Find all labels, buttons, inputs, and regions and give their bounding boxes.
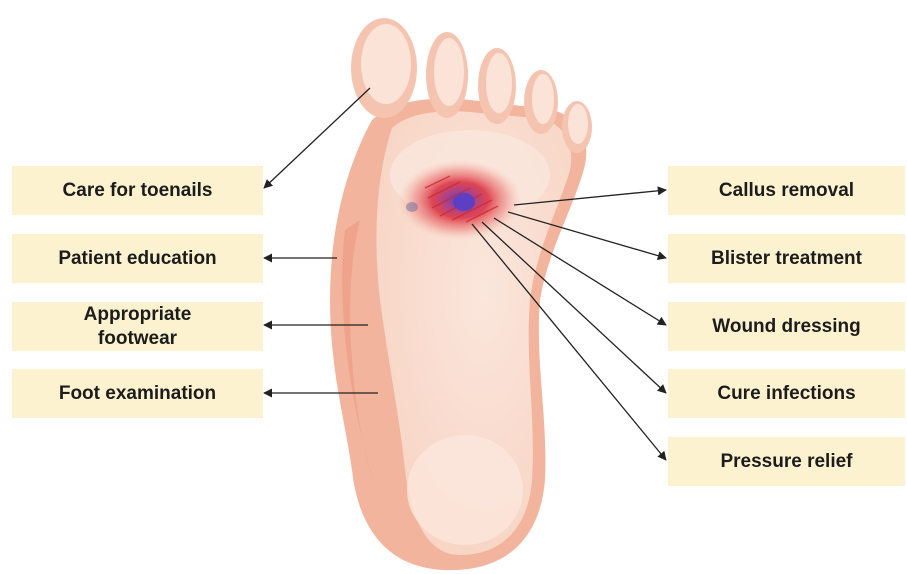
label-foot-examination: Foot examination [12,369,263,418]
label-appropriate-footwear-text: Appropriate footwear [84,303,192,351]
label-cure-infections: Cure infections [668,369,905,418]
label-foot-examination-text: Foot examination [59,382,216,406]
label-cure-infections-text: Cure infections [717,382,855,406]
big-toe-pad [361,24,411,104]
label-wound-dressing-text: Wound dressing [712,315,860,339]
wound-dark-edge [406,202,418,212]
label-care-for-toenails-text: Care for toenails [63,179,213,203]
label-care-for-toenails: Care for toenails [12,166,263,215]
wound-center [453,193,475,211]
toe-5-pad [568,104,588,144]
toe-4-pad [532,74,554,124]
label-blister-treatment: Blister treatment [668,234,905,283]
label-wound-dressing: Wound dressing [668,302,905,351]
label-callus-removal: Callus removal [668,166,905,215]
label-pressure-relief: Pressure relief [668,437,905,486]
label-callus-removal-text: Callus removal [719,179,854,203]
toe-3-pad [486,53,512,113]
label-appropriate-footwear: Appropriate footwear [12,302,263,351]
toe-2-pad [434,38,464,106]
label-blister-treatment-text: Blister treatment [711,247,862,271]
label-pressure-relief-text: Pressure relief [720,450,852,474]
label-patient-education-text: Patient education [58,247,216,271]
heel-pad [407,435,523,545]
label-patient-education: Patient education [12,234,263,283]
